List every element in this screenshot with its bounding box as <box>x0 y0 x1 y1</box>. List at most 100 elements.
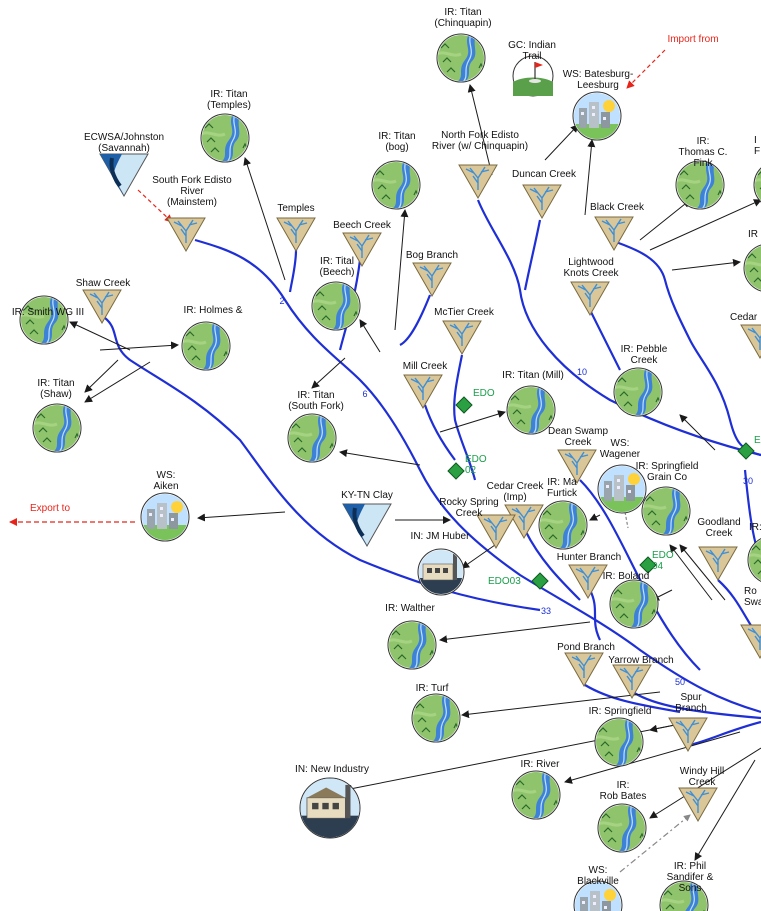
ws-label-blackville: WS: Blackville <box>577 865 619 887</box>
gauge-edo03 <box>531 572 549 590</box>
ir-label-edge1: I F <box>754 135 761 157</box>
ir-southfork <box>288 414 336 462</box>
arrow-to-ws-aiken <box>197 511 286 522</box>
arrow-to-ir-walther <box>439 621 591 644</box>
basin-label-yarrow: Yarrow Branch <box>608 655 674 666</box>
river-spur <box>689 720 761 747</box>
river-lightwood <box>589 309 621 371</box>
basin-label-cedar-imp: Cedar Creek (Imp) <box>486 481 544 503</box>
ir-shaw <box>33 404 81 452</box>
arrow-to-ir-bog <box>394 209 409 331</box>
arrow-to-ir-temples <box>243 157 286 281</box>
ir-label-bog: IR: Titan (bog) <box>378 131 416 153</box>
river-south-fork-mainstem <box>194 238 761 714</box>
arrow-to-ws-batesburg <box>544 124 579 161</box>
basin-nf-edisto <box>458 164 498 199</box>
ir-label-beech: IR: Tital (Beech) <box>319 256 355 278</box>
arrow-to-ir-edge1 <box>649 199 761 251</box>
ws-label-aiken: WS: Aiken <box>153 470 179 492</box>
arrow-ecwsa-import <box>137 189 173 223</box>
in-label-jmhuber: IN: JM Huber <box>410 531 470 542</box>
ir-edge3 <box>748 536 761 584</box>
gc-indian-label: GC: Indian Trail <box>508 40 556 62</box>
ir-robbates <box>598 804 646 852</box>
ws-label-wagener: WS: Wagener <box>599 438 641 460</box>
ir-label-springfield: IR: Springfield <box>588 706 652 717</box>
arrow-to-ir-river <box>564 731 741 784</box>
river-mile-30: 30 <box>742 476 754 486</box>
ws-aiken <box>141 493 189 541</box>
basin-shaw <box>82 289 122 324</box>
river-dean <box>579 479 701 671</box>
ir-edge2 <box>744 244 761 292</box>
ir-label-turf: IR: Turf <box>415 683 449 694</box>
ir-holmes <box>182 322 230 370</box>
gauge-edo02 <box>447 462 465 480</box>
ir-label-shaw: IR: Titan (Shaw) <box>37 378 75 400</box>
gauge-label-edo02: EDO 02 <box>465 454 487 476</box>
other-nodes <box>98 55 554 548</box>
basin-duncan <box>522 184 562 219</box>
basin-sf-edisto <box>166 217 206 252</box>
river-mile-2: 2 <box>279 296 285 306</box>
basin-label-rocky: Rocky Spring Creek <box>439 497 499 519</box>
arrow-import-from <box>626 49 666 89</box>
ir-beech <box>312 282 360 330</box>
arrow-to-ir-pebble <box>679 414 716 451</box>
basin-label-windy: Windy Hill Creek <box>679 766 725 788</box>
basin-pond <box>564 652 604 687</box>
ir-label-furtick: IR: Ma Furtick <box>547 477 577 499</box>
basin-label-bog: Bog Branch <box>405 250 459 261</box>
ir-turf <box>412 694 460 742</box>
ir-river <box>512 771 560 819</box>
river-black <box>609 238 761 457</box>
gauge-label-edo-r: E <box>754 435 761 446</box>
ir-label-robbates: IR: Rob Bates <box>599 780 647 802</box>
kytn-clay-reservoir <box>341 502 393 548</box>
arrow-to-ir-fink <box>639 199 691 241</box>
in-jmhuber <box>417 548 465 596</box>
arrow-to-ir-holmes <box>99 341 179 351</box>
ir-temples <box>201 114 249 162</box>
withdrawal-arrows <box>69 84 761 861</box>
arrow-blackville <box>619 814 691 873</box>
export-to-label: Export to <box>29 503 71 514</box>
water-system-nodes <box>141 92 646 911</box>
basin-black <box>594 216 634 251</box>
river-network <box>104 199 761 747</box>
river-temples <box>288 249 298 293</box>
basin-bog <box>412 262 452 297</box>
ir-furtick <box>539 501 587 549</box>
river-mile-50: 50 <box>674 677 686 687</box>
ir-chinquapin <box>437 34 485 82</box>
arrow-to-ir-chinquapin <box>467 84 493 176</box>
ecwsa-label: ECWSA/Johnston (Savannah) <box>83 132 165 154</box>
arrow-goodland-1 <box>679 544 726 601</box>
ir-smith <box>20 296 68 344</box>
basin-label-spur: Spur Branch <box>675 692 707 714</box>
ir-springgrain <box>642 487 690 535</box>
gauge-edo <box>455 396 473 414</box>
ir-label-walther: IR: Walther <box>385 603 435 614</box>
arrow-to-ir-robbates <box>649 747 761 819</box>
arrow-to-ir-turf <box>461 691 661 719</box>
river-pond <box>584 684 681 714</box>
ir-bog <box>372 161 420 209</box>
river-mile-6: 6 <box>362 389 368 399</box>
arrow-to-ir-mill <box>439 410 506 433</box>
basin-label-lightwood: Lightwood Knots Creek <box>563 257 619 279</box>
ir-label-chinquapin: IR: Titan (Chinquapin) <box>434 7 492 29</box>
basin-label-dean: Dean Swamp Creek <box>547 426 609 448</box>
basin-label-hunter: Hunter Branch <box>556 552 622 563</box>
basin-label-pond: Pond Branch <box>557 642 615 653</box>
arrow-to-ir-smith <box>69 321 131 351</box>
arrow-from-ws-batesburg <box>584 139 596 216</box>
river-bog <box>399 294 432 346</box>
arrow-to-ir-southfork <box>311 357 346 389</box>
arrow-ir-southfork-return <box>339 449 421 466</box>
basin-label-mill: Mill Creek <box>402 361 448 372</box>
basin-label-cedar-r: Cedar <box>730 312 758 323</box>
basin-label-ro-r: Ro Swa <box>744 586 761 608</box>
river-mctier <box>453 354 477 481</box>
ir-label-river: IR: River <box>520 759 560 770</box>
